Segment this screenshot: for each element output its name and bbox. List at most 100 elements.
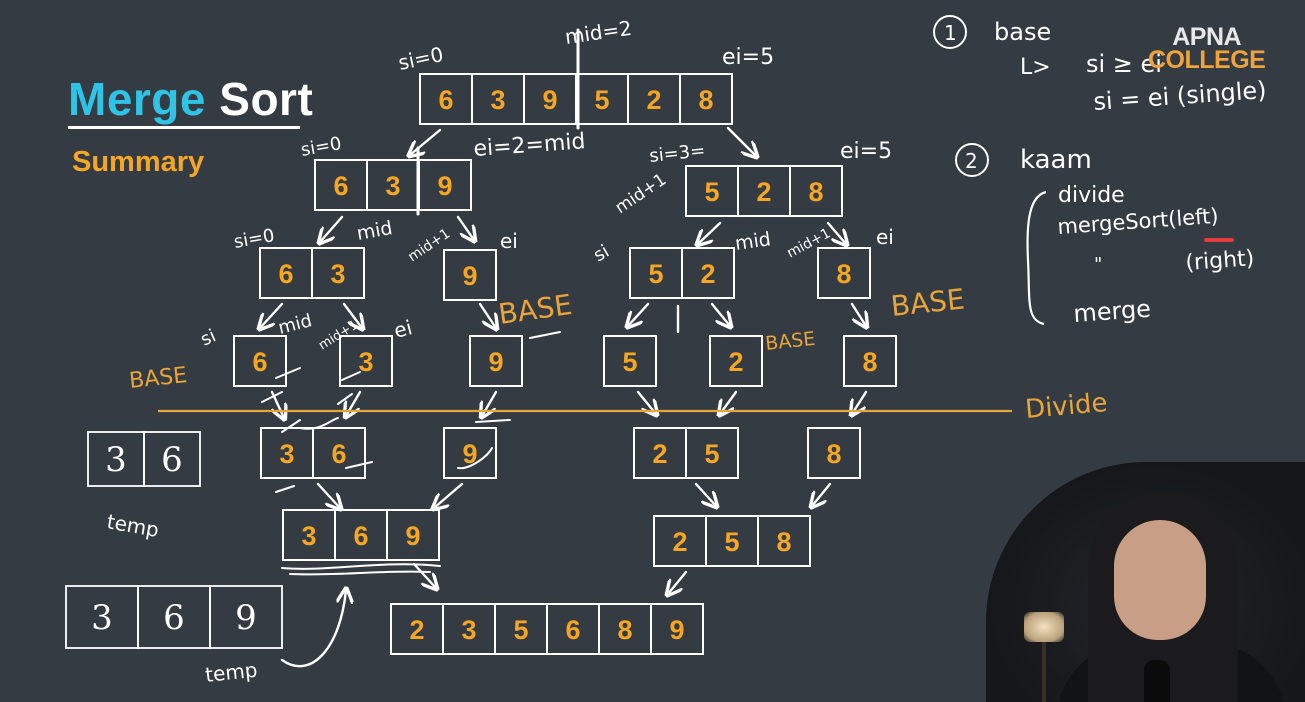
- label-ei5-right: ei=5: [840, 139, 892, 164]
- label-ei-l3: ei: [391, 315, 414, 343]
- array-cell-value: 9: [542, 85, 557, 115]
- array-cell-value: 5: [704, 439, 719, 469]
- page-title: Merge Sort: [68, 76, 313, 122]
- label-si-l3: si: [197, 326, 219, 351]
- array-m9: 9: [443, 427, 497, 479]
- title-underline: [68, 126, 300, 129]
- array-cell-value: 8: [836, 259, 851, 289]
- array-cell: [143, 431, 201, 487]
- label-base-left: BASE: [128, 363, 188, 394]
- array-cell-value: 2: [756, 177, 771, 207]
- array-cell-value: 9: [437, 171, 452, 201]
- array-cell: [209, 585, 283, 649]
- array-cell-value: 5: [724, 527, 739, 557]
- label-ei-r2: ei: [876, 225, 894, 249]
- label-ei2mid: ei=2=mid: [473, 129, 587, 162]
- array-d2: 2: [709, 335, 763, 387]
- array-cell-value: 3: [385, 171, 400, 201]
- array-cell-value: 8: [808, 177, 823, 207]
- label-temp2: temp: [204, 658, 259, 687]
- array-cell-value: 2: [728, 347, 743, 377]
- array-final: 2 3 5 6 8 9: [390, 603, 704, 655]
- array-m8: 8: [807, 427, 861, 479]
- array-cell-value: 6: [565, 615, 580, 645]
- logo-line-2: COLLEGE: [1148, 46, 1266, 74]
- array-cell-value: 6: [278, 259, 293, 289]
- title-word-merge: Merge: [68, 73, 206, 125]
- label-si-r2: si: [590, 241, 613, 266]
- array-cell: [443, 249, 497, 301]
- label-divide: Divide: [1024, 388, 1109, 425]
- title-block: Merge Sort: [68, 76, 313, 129]
- array-cell-value: 8: [826, 439, 841, 469]
- array-cell-value: 8: [776, 527, 791, 557]
- array-cell-value: 6: [161, 440, 183, 480]
- note-si-ei: si ≥ ei: [1086, 50, 1162, 78]
- array-cell: [443, 427, 497, 479]
- label-mid2: mid=2: [563, 16, 633, 49]
- label-midp1-r2: mid+1: [784, 225, 833, 261]
- array-cell-value: 2: [646, 85, 661, 115]
- array-d9: 9: [469, 335, 523, 387]
- array-cell-value: 6: [353, 521, 368, 551]
- array-cell: [843, 335, 897, 387]
- array-d6: 6: [233, 335, 287, 387]
- array-cell-value: 3: [461, 615, 476, 645]
- apna-college-logo: APNA COLLEGE: [1148, 25, 1266, 74]
- array-cell-value: 5: [704, 177, 719, 207]
- array-cell-value: 3: [301, 521, 316, 551]
- array-cell-value: 3: [91, 598, 113, 638]
- array-cell: [311, 247, 365, 299]
- label-base-r2: BASE: [764, 328, 816, 355]
- microphone: [1144, 660, 1170, 702]
- array-cell-value: 2: [672, 527, 687, 557]
- array-cell: [679, 73, 733, 125]
- label-mid-r2: mid: [734, 228, 773, 255]
- note-num-2: 2: [965, 149, 978, 173]
- tree-arrows: [260, 126, 866, 668]
- array-cell-value: 9: [462, 439, 477, 469]
- array-rr2: 8: [817, 247, 871, 299]
- note-si-eq-ei: si = ei (single): [1092, 76, 1267, 116]
- presenter-face: [1114, 520, 1206, 640]
- note-ditto: ": [1094, 254, 1102, 275]
- array-cell-value: 3: [330, 259, 345, 289]
- array-cell: [650, 603, 704, 655]
- array-cell: [386, 509, 440, 561]
- array-cell-value: 3: [279, 439, 294, 469]
- array-cell-value: 9: [488, 347, 503, 377]
- lamp: [1024, 612, 1064, 642]
- note-base: base: [994, 18, 1051, 46]
- array-temp2: 3 6 9: [65, 585, 283, 649]
- array-cell-value: 6: [252, 347, 267, 377]
- array-cell-value: 3: [358, 347, 373, 377]
- array-cell-value: 9: [235, 598, 257, 638]
- note-num-1: 1: [944, 21, 957, 45]
- array-cell-value: 2: [652, 439, 667, 469]
- lamp-stand: [1042, 642, 1046, 702]
- array-cell-value: 6: [331, 439, 346, 469]
- label-si0-top: si=0: [396, 42, 445, 75]
- array-cell: [603, 335, 657, 387]
- array-cell: [685, 427, 739, 479]
- array-cell: [817, 247, 871, 299]
- label-si3: si=3=: [648, 140, 706, 167]
- array-d8: 8: [843, 335, 897, 387]
- note-mergesort-left: mergeSort(left): [1057, 204, 1220, 239]
- label-base-right: BASE: [889, 282, 966, 323]
- array-cell: [709, 335, 763, 387]
- array-cell-value: 5: [513, 615, 528, 645]
- array-cell-value: 6: [163, 598, 185, 638]
- array-cell-value: 2: [409, 615, 424, 645]
- note-divide: divide: [1058, 183, 1125, 208]
- label-base-mid: BASE: [496, 288, 574, 331]
- label-mid-l2: mid: [355, 217, 394, 245]
- array-cell-value: 8: [698, 85, 713, 115]
- array-cell-value: 9: [669, 615, 684, 645]
- array-cell-value: 8: [617, 615, 632, 645]
